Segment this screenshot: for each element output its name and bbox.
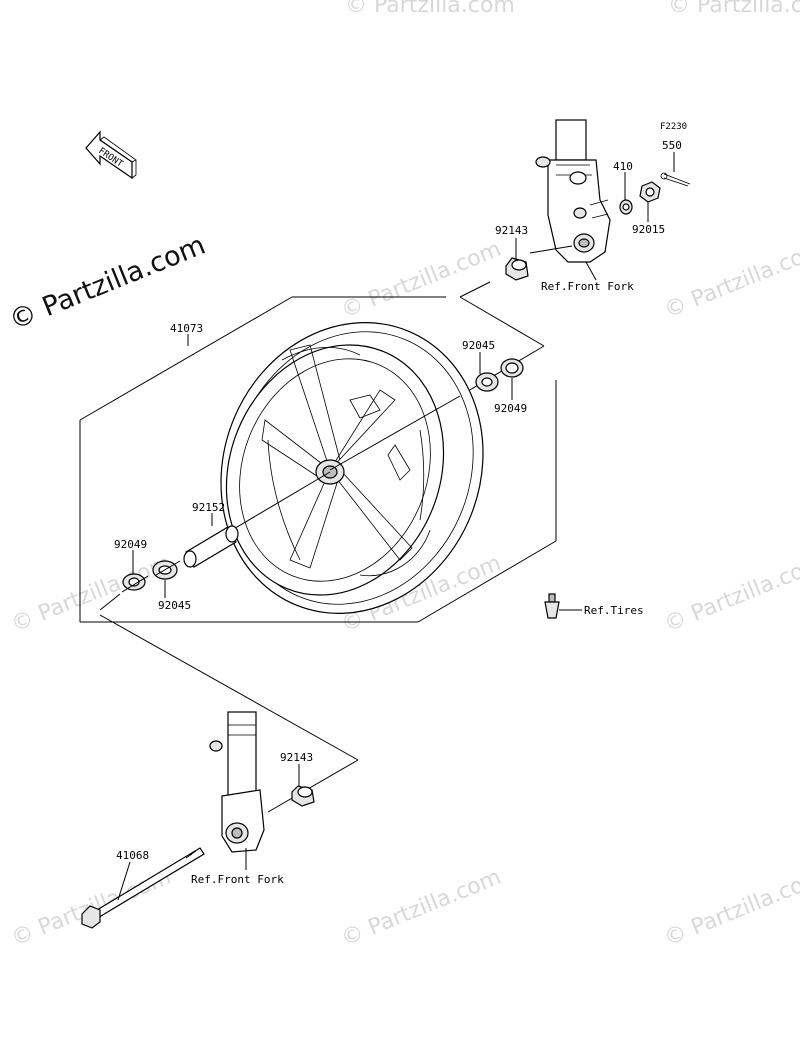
front-arrow-icon: FRONT <box>85 130 137 180</box>
label-92015: 92015 <box>632 223 665 236</box>
label-92152: 92152 <box>192 501 225 514</box>
label-41073: 41073 <box>170 322 203 335</box>
oil-seal-92049-right <box>500 358 524 378</box>
oil-seal-92049-left <box>122 573 146 591</box>
label-ref-front-fork-bottom: Ref.Front Fork <box>191 873 284 886</box>
watermark: © Partzilla.com <box>338 865 505 952</box>
watermark: © Partzilla.com <box>668 0 800 18</box>
label-92143-top: 92143 <box>495 224 528 237</box>
collar-92152 <box>183 525 239 568</box>
watermark: © Partzilla.com <box>661 237 800 324</box>
watermark: © Partzilla.com <box>345 0 515 18</box>
collar-92143-top <box>505 257 529 281</box>
label-92143-bottom: 92143 <box>280 751 313 764</box>
watermark: © Partzilla.com <box>661 551 800 638</box>
bearing-92045-right <box>475 372 499 392</box>
washer-410 <box>619 199 633 215</box>
label-ref-front-fork-top: Ref.Front Fork <box>541 280 634 293</box>
watermark: © Partzilla.com <box>338 237 505 324</box>
front-wheel <box>220 322 484 614</box>
label-410: 410 <box>613 160 633 173</box>
label-92045-right: 92045 <box>462 339 495 352</box>
label-41068: 41068 <box>116 849 149 862</box>
front-fork-bottom <box>209 711 265 853</box>
watermark-main: © Partzilla.com <box>5 230 210 337</box>
collar-92143-bottom <box>291 785 315 807</box>
front-fork-top <box>535 119 611 263</box>
label-550: 550 <box>662 139 682 152</box>
label-92049-left: 92049 <box>114 538 147 551</box>
watermark: © Partzilla.com <box>8 551 175 638</box>
tire-valve-icon <box>544 593 560 619</box>
label-92049-right: 92049 <box>494 402 527 415</box>
nut-92015 <box>639 181 661 203</box>
lower-frame <box>99 593 359 813</box>
label-92045-left: 92045 <box>158 599 191 612</box>
diagram-code: F2230 <box>660 122 687 132</box>
watermark: © Partzilla.com <box>661 865 800 952</box>
label-ref-tires: Ref.Tires <box>584 604 644 617</box>
cotter-pin-550 <box>660 172 691 187</box>
wheel-group-frame <box>79 281 557 623</box>
axle-41068 <box>81 847 205 929</box>
